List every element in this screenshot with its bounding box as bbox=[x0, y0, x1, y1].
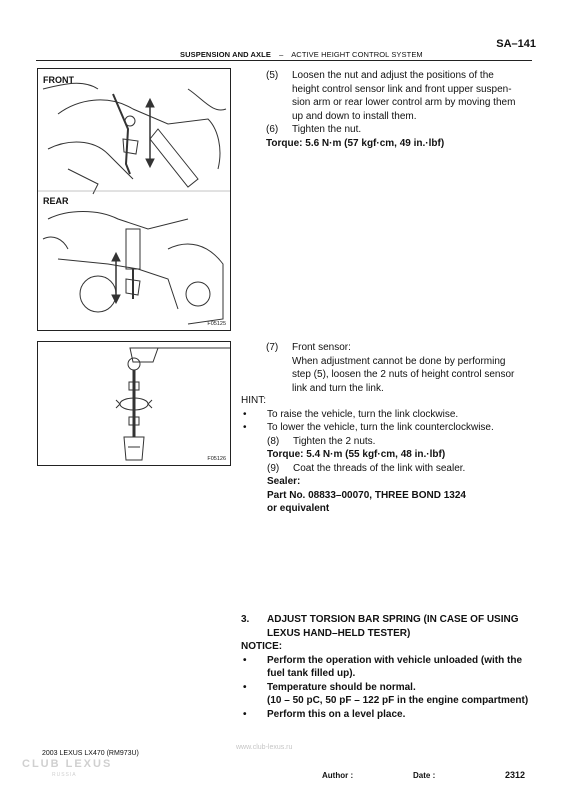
hint-label: HINT: bbox=[241, 395, 266, 406]
step-8-text: Tighten the 2 nuts. bbox=[293, 435, 376, 447]
section-3-title-line: ADJUST TORSION BAR SPRING (IN CASE OF US… bbox=[267, 614, 519, 625]
bullet-icon: • bbox=[243, 422, 247, 433]
notice-line: (10 – 50 pC, 50 pF – 122 pF in the engin… bbox=[267, 695, 529, 706]
step-8: (8) Tighten the 2 nuts. bbox=[267, 435, 532, 449]
step-9: (9) Coat the threads of the link with sea… bbox=[267, 462, 532, 476]
figure-label-front: FRONT bbox=[43, 75, 74, 85]
watermark-subtitle: RUSSIA bbox=[52, 772, 77, 778]
bullet-icon: • bbox=[243, 681, 247, 693]
step-5-line: height control sensor link and front upp… bbox=[292, 83, 512, 95]
hint-block: HINT: • To raise the vehicle, turn the li… bbox=[241, 394, 532, 516]
section-3-number: 3. bbox=[241, 614, 250, 625]
step-7-line: When adjustment cannot be done by perfor… bbox=[292, 355, 506, 367]
bullet-icon: • bbox=[243, 408, 247, 420]
sealer-part: Part No. 08833–00070, THREE BOND 1324 bbox=[267, 489, 466, 501]
sealer-equivalent: or equivalent bbox=[267, 503, 330, 514]
step-8-number: (8) bbox=[267, 435, 280, 447]
subsection-title: ACTIVE HEIGHT CONTROL SYSTEM bbox=[291, 50, 423, 59]
figure-link-rotation: F05126 bbox=[37, 341, 231, 466]
figure-label-rear: REAR bbox=[43, 196, 69, 206]
torque-spec-1: Torque: 5.6 N·m (57 kgf·cm, 49 in.·lbf) bbox=[266, 137, 445, 149]
notice-item: • Temperature should be normal. (10 – 50… bbox=[241, 681, 532, 708]
footer-date: Date : bbox=[413, 771, 436, 780]
step-5-line: Loosen the nut and adjust the positions … bbox=[292, 70, 494, 81]
footer-author: Author : bbox=[322, 771, 354, 780]
step-7-title: Front sensor: bbox=[292, 342, 351, 353]
step-5-line: up and down to install them. bbox=[292, 110, 417, 122]
figure-code: F05125 bbox=[207, 321, 226, 327]
step-7-number: (7) bbox=[266, 342, 279, 353]
notice-line: Temperature should be normal. bbox=[267, 681, 416, 693]
notice-label: NOTICE: bbox=[241, 641, 283, 652]
step-7: (7) Front sensor: When adjustment cannot … bbox=[266, 341, 532, 395]
hint-bullet-text: To lower the vehicle, turn the link coun… bbox=[267, 422, 494, 433]
notice-item: • Perform this on a level place. bbox=[241, 708, 532, 722]
step-5-number: (5) bbox=[266, 70, 279, 81]
section-3-title-line: LEXUS HAND–HELD TESTER) bbox=[267, 627, 411, 639]
watermark-url: www.club-lexus.ru bbox=[236, 744, 293, 751]
watermark-logo: CLUB LEXUS bbox=[22, 758, 113, 770]
footer-model: 2003 LEXUS LX470 (RM973U) bbox=[42, 750, 139, 757]
page-header: SUSPENSION AND AXLE – ACTIVE HEIGHT CONT… bbox=[180, 50, 423, 59]
step-9-number: (9) bbox=[267, 462, 280, 474]
figure-front-rear-sensor: FRONT REAR F05125 bbox=[37, 68, 231, 331]
hint-bullet: • To lower the vehicle, turn the link cou… bbox=[241, 421, 532, 435]
step-6: (6) Tighten the nut. bbox=[266, 123, 532, 137]
notice-line: Perform the operation with vehicle unloa… bbox=[267, 654, 523, 666]
notice-line: fuel tank filled up). bbox=[267, 668, 356, 679]
step-9-text: Coat the threads of the link with sealer… bbox=[293, 462, 466, 474]
hint-bullet-text: To raise the vehicle, turn the link cloc… bbox=[267, 408, 459, 420]
footer-page-number: 2312 bbox=[505, 770, 526, 780]
sealer-label: Sealer: bbox=[267, 476, 301, 487]
step-6-number: (6) bbox=[266, 124, 279, 135]
page-number: SA–141 bbox=[496, 38, 536, 50]
notice-item: • Perform the operation with vehicle unl… bbox=[241, 654, 532, 681]
section-title: SUSPENSION AND AXLE bbox=[180, 50, 271, 59]
step-5-line: sion arm or rear lower control arm by mo… bbox=[292, 97, 516, 108]
bullet-icon: • bbox=[243, 654, 247, 666]
figure-link-illustration bbox=[115, 347, 230, 461]
header-dash: – bbox=[279, 50, 284, 59]
figure-front-rear-illustration bbox=[38, 82, 230, 325]
hint-bullet: • To raise the vehicle, turn the link clo… bbox=[241, 408, 532, 422]
figure-code: F05126 bbox=[207, 456, 226, 462]
step-7-line: link and turn the link. bbox=[292, 382, 384, 394]
header-rule bbox=[36, 60, 532, 61]
section-3: 3. ADJUST TORSION BAR SPRING (IN CASE OF… bbox=[241, 613, 532, 721]
torque-spec-2: Torque: 5.4 N·m (55 kgf·cm, 48 in.·lbf) bbox=[267, 449, 446, 460]
section-3-title: 3. ADJUST TORSION BAR SPRING (IN CASE OF… bbox=[241, 613, 532, 640]
step-7-line: step (5), loosen the 2 nuts of height co… bbox=[292, 369, 515, 380]
step-5: (5) Loosen the nut and adjust the positi… bbox=[266, 69, 532, 150]
bullet-icon: • bbox=[243, 708, 247, 720]
step-6-text: Tighten the nut. bbox=[292, 124, 362, 135]
notice-line: Perform this on a level place. bbox=[267, 708, 406, 720]
